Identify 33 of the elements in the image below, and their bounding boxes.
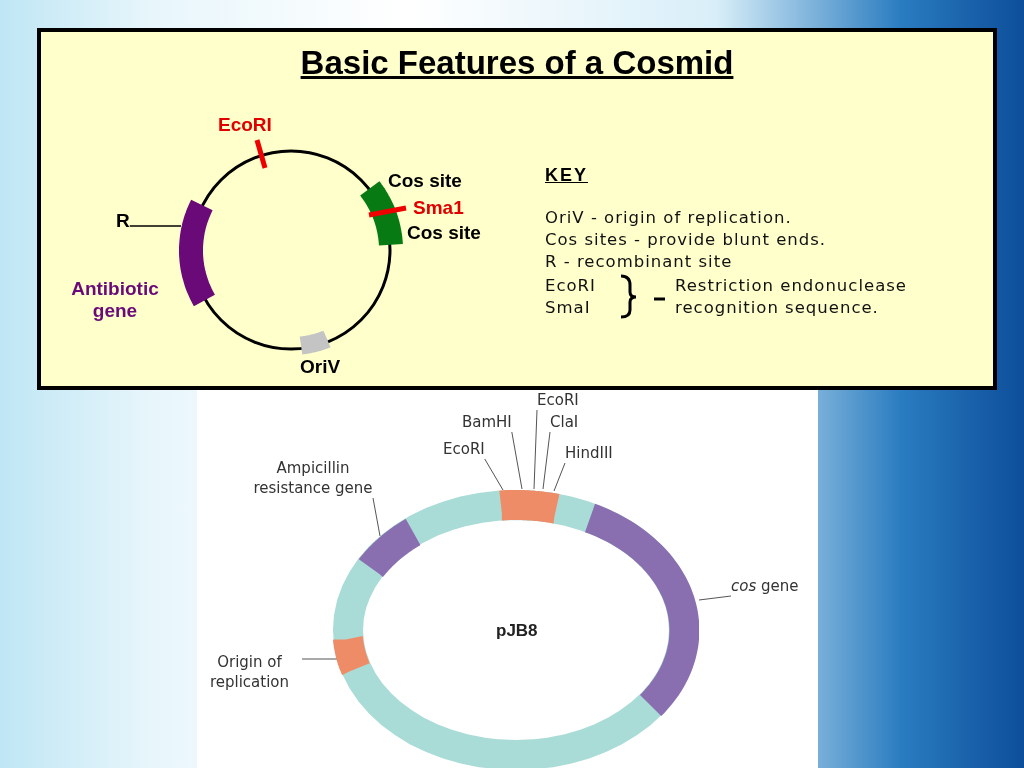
feature-label: cos gene [731,576,799,596]
feature-label: ClaI [550,412,579,432]
leader-line [553,462,566,492]
part-label: Cos site [388,170,462,192]
key-entry: Restriction endonuclease recognition sequence. [675,275,908,319]
feature-label: EcoRI [537,390,579,410]
key-entry: OriV - origin of replication. [545,207,792,229]
leader-line [511,431,523,490]
key-entry: R - recombinant site [545,251,733,273]
key-heading: KEY [545,165,588,186]
part-label: Sma1 [413,197,464,219]
title: Basic Features of a Cosmid [299,44,735,82]
key-entry: EcoRI [545,275,596,297]
feature-label: Ampicillin resistance gene [253,458,373,498]
feature-label: EcoRI [443,439,485,459]
leader-line [484,458,504,491]
feature-label: BamHI [462,412,512,432]
part-label: Antibiotic gene [70,278,160,322]
part-label: OriV [300,356,341,378]
feature-label: HindIII [565,443,613,463]
leader-line [533,409,538,490]
part-label: EcoRI [218,114,272,136]
feature-label: Origin of replication [197,652,302,692]
site-label: R [116,210,130,232]
key-entry: Cos sites - provide blunt ends. [545,229,827,251]
plasmid-name: pJB8 [496,621,538,641]
leader-line [129,225,182,227]
leader-line [301,658,338,660]
key-entry: SmaI [545,297,591,319]
leader-line [372,497,381,537]
part-label: Cos site [407,222,481,244]
leader-line [698,595,732,601]
leader-line [542,431,551,490]
